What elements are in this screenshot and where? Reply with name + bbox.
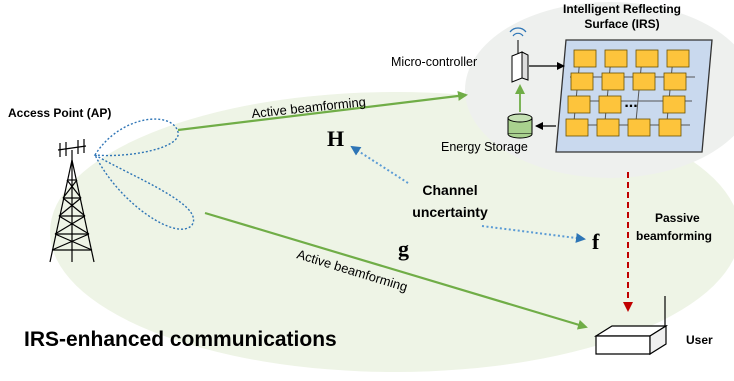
micro-controller-label: Micro-controller <box>391 55 477 69</box>
passive-beamforming-line2: beamforming <box>636 229 712 243</box>
energy-storage-icon <box>507 113 533 139</box>
passive-beamforming-line1: Passive <box>655 211 700 225</box>
energy-storage-label: Energy Storage <box>441 140 528 154</box>
symbol-g: g <box>398 236 409 261</box>
active-beamforming-arrow-bottom <box>204 211 588 330</box>
irs-ellipsis: ... <box>624 94 637 111</box>
irs-title-line1: Intelligent Reflecting <box>563 2 681 16</box>
channel-uncertainty-line2: uncertainty <box>412 204 488 220</box>
micro-controller-icon <box>509 27 529 83</box>
irs-panel: ... <box>555 39 713 153</box>
irs-title-line2: Surface (IRS) <box>584 17 659 31</box>
active-beamforming-arrow-top <box>177 91 468 132</box>
symbol-H: H <box>327 126 344 151</box>
uncertainty-arrow-to-f <box>481 225 586 243</box>
caption: IRS-enhanced communications <box>24 328 337 351</box>
beam-pattern-icon <box>93 118 195 230</box>
user-label: User <box>686 333 713 347</box>
access-point-label: Access Point (AP) <box>8 106 111 120</box>
irs-elements <box>565 49 690 137</box>
user-device-icon <box>593 296 669 356</box>
uncertainty-arrow-to-H <box>350 145 409 184</box>
channel-uncertainty-line1: Channel <box>422 182 477 198</box>
access-point-tower-icon <box>49 139 95 263</box>
symbol-f: f <box>592 229 600 254</box>
